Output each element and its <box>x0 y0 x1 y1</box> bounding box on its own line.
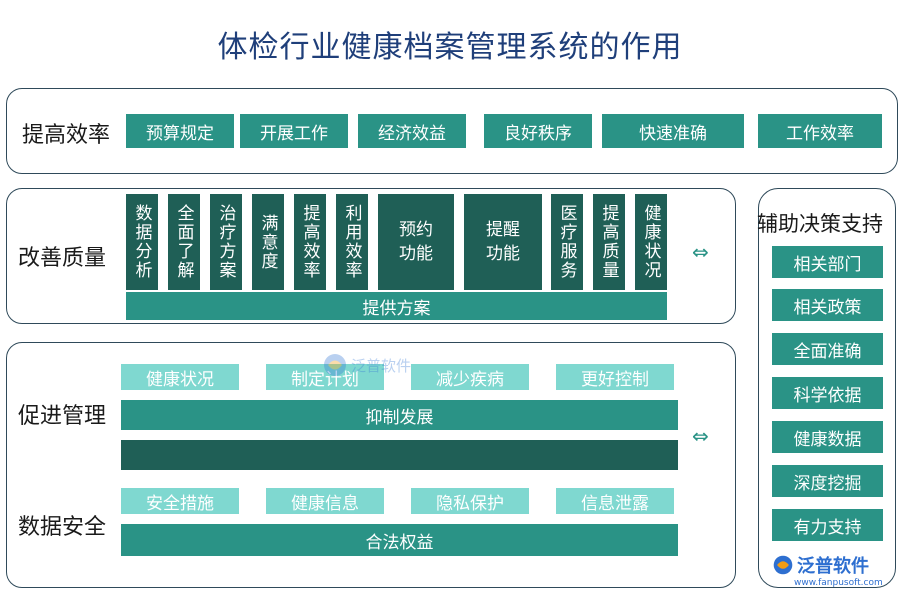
decision-item: 科学依据 <box>772 377 883 409</box>
security-label: 数据安全 <box>18 515 107 540</box>
quality-vitem: 提高质量 <box>593 194 625 290</box>
decision-item: 全面准确 <box>772 333 883 365</box>
brand-name: 泛普软件 <box>797 556 869 577</box>
brand-logo: 泛普软件 www.fanpusoft.com <box>772 552 883 588</box>
efficiency-item: 开展工作 <box>240 114 348 148</box>
security-bar: 合法权益 <box>121 524 678 556</box>
quality-mid-item: 预约功能 <box>378 194 454 290</box>
efficiency-label: 提高效率 <box>22 123 111 148</box>
security-item: 隐私保护 <box>411 488 529 514</box>
management-item: 更好控制 <box>556 364 674 390</box>
watermark-logo: 泛普软件 <box>322 352 411 378</box>
divider-bar <box>121 440 678 470</box>
management-label: 促进管理 <box>18 404 107 429</box>
decision-item: 相关部门 <box>772 246 883 278</box>
management-bar: 抑制发展 <box>121 400 678 430</box>
security-item: 信息泄露 <box>556 488 674 514</box>
security-item: 健康信息 <box>266 488 384 514</box>
double-arrow-icon: ⇔ <box>692 424 709 448</box>
decision-title: 辅助决策支持 <box>757 212 883 236</box>
efficiency-item: 经济效益 <box>358 114 466 148</box>
quality-vitem: 满意度 <box>252 194 284 290</box>
quality-vitem: 治疗方案 <box>210 194 242 290</box>
management-item: 健康状况 <box>121 364 239 390</box>
security-item: 安全措施 <box>121 488 239 514</box>
management-item: 减少疾病 <box>411 364 529 390</box>
efficiency-item: 良好秩序 <box>484 114 592 148</box>
decision-item: 健康数据 <box>772 421 883 453</box>
quality-vitem: 全面了解 <box>168 194 200 290</box>
page-title: 体检行业健康档案管理系统的作用 <box>217 30 683 65</box>
quality-mid-item: 提醒功能 <box>464 194 542 290</box>
brand-url: www.fanpusoft.com <box>794 578 883 588</box>
quality-vitem: 医疗服务 <box>551 194 583 290</box>
quality-vitem: 利用效率 <box>336 194 368 290</box>
decision-item: 相关政策 <box>772 289 883 321</box>
quality-vitem: 健康状况 <box>635 194 667 290</box>
efficiency-item: 预算规定 <box>126 114 234 148</box>
decision-item: 深度挖掘 <box>772 465 883 497</box>
logo-swirl-icon <box>773 555 793 575</box>
quality-vitem: 提高效率 <box>294 194 326 290</box>
efficiency-item: 工作效率 <box>758 114 882 148</box>
quality-label: 改善质量 <box>18 246 107 271</box>
efficiency-item: 快速准确 <box>602 114 744 148</box>
decision-item: 有力支持 <box>772 509 883 541</box>
double-arrow-icon: ⇔ <box>692 240 709 264</box>
quality-bar: 提供方案 <box>126 292 667 320</box>
management-item: 制定计划 <box>266 364 384 390</box>
logo-swirl-icon <box>324 354 346 376</box>
quality-vitem: 数据分析 <box>126 194 158 290</box>
